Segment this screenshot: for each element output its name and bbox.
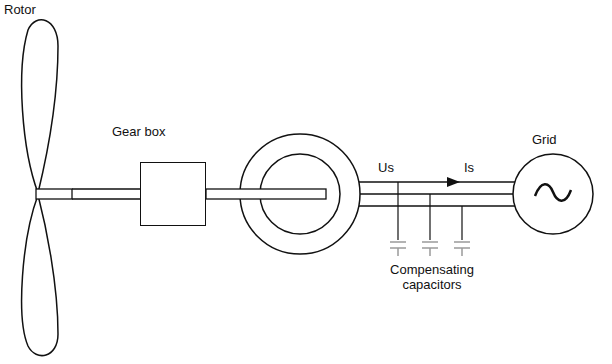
capacitor-lead <box>397 182 398 240</box>
capacitor-label: Compensating capacitors <box>380 262 484 292</box>
blade <box>22 195 58 356</box>
phase-wire <box>359 181 515 182</box>
rotor-blades <box>0 0 72 364</box>
current-label: Is <box>464 160 474 175</box>
grid-node: Grid <box>510 130 602 240</box>
drive-shaft <box>72 189 140 199</box>
ac-tilde <box>535 184 571 201</box>
rotor-node: Rotor <box>0 0 72 364</box>
blade <box>22 20 58 193</box>
generator-shaft <box>206 189 326 199</box>
node-label: Rotor <box>4 2 36 17</box>
phase-wire <box>360 193 514 194</box>
node-label: Grid <box>532 132 557 147</box>
gearbox-node: Gear box <box>110 124 210 228</box>
current-arrow <box>447 177 460 187</box>
rotor-shaft <box>36 189 72 199</box>
node-label: Gear box <box>112 124 165 139</box>
capacitor-lead <box>429 194 430 240</box>
grid-circle <box>513 154 593 234</box>
phase-wire <box>359 205 515 206</box>
capacitor-symbols <box>390 242 470 256</box>
gearbox-housing <box>140 162 206 226</box>
capacitor-lead <box>461 206 462 240</box>
voltage-label: Us <box>378 160 394 175</box>
